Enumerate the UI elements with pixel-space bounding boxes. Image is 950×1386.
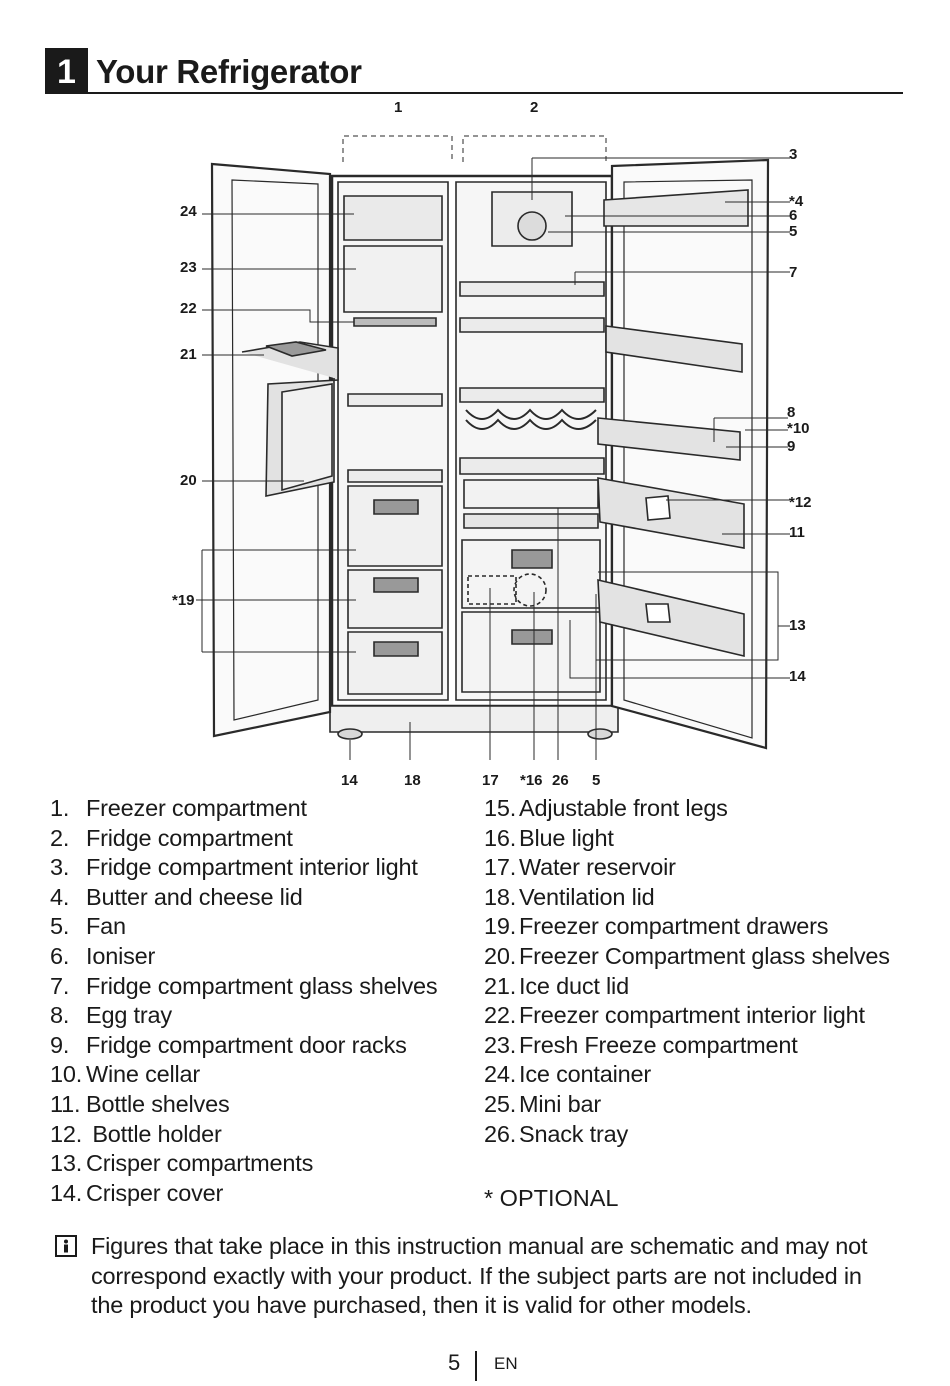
callout-1: 1 [394,99,403,116]
list-item: 23.Fresh Freeze compartment [484,1031,798,1058]
list-item: 10.Wine cellar [50,1061,201,1088]
optional-note: * OPTIONAL [484,1185,619,1211]
list-item: 12. Bottle holder [50,1120,222,1147]
list-item: 20.Freezer Compartment glass shelves [484,942,890,969]
refrigerator-diagram: 1 2 3 *4 6 5 7 8 *10 9 *12 11 13 14 24 2… [0,92,950,792]
callout-21: 21 [180,346,197,363]
page-footer: 5 EN [0,1346,950,1382]
parts-list-right: 15.Adjustable front legs 16.Blue light 1… [484,794,890,1149]
list-item: 17.Water reservoir [484,854,676,881]
callout-4: *4 [789,193,804,210]
section-number: 1 [45,48,88,94]
list-item: 21.Ice duct lid [484,972,629,999]
callout-20: 20 [180,472,197,489]
info-note-text: Figures that take place in this instruct… [91,1233,868,1319]
callout-19: *19 [172,592,195,609]
list-item: 26.Snack tray [484,1120,629,1147]
section-header: 1 Your Refrigerator [45,48,903,94]
callout-7: 7 [789,264,798,281]
callout-17: 17 [482,772,499,789]
callout-16: *16 [520,772,543,789]
page-title: Your Refrigerator [96,53,362,90]
list-item: 8.Egg tray [50,1002,172,1029]
callout-9: 9 [787,438,796,455]
list-item: 24.Ice container [484,1061,651,1088]
refrigerator-illustration [196,135,790,760]
list-item: 9.Fridge compartment door racks [50,1031,407,1058]
info-icon [55,1235,77,1257]
page-number: 5 [448,1350,461,1375]
callout-13: 13 [789,617,806,634]
list-item: 3.Fridge compartment interior light [50,854,418,881]
callout-23: 23 [180,259,197,276]
callout-3: 3 [789,146,798,163]
callout-6: 6 [789,207,798,224]
list-item: 4.Butter and cheese lid [50,883,303,910]
callout-26: 26 [552,772,569,789]
footer-divider [475,1351,477,1381]
list-item: 1.Freezer compartment [50,795,307,821]
list-item: 15.Adjustable front legs [484,795,728,821]
callout-8: 8 [787,404,796,421]
list-item: 16.Blue light [484,824,614,851]
list-item: 5.Fan [50,913,126,940]
callout-12: *12 [789,494,812,511]
callout-24: 24 [180,203,197,220]
list-item: 2.Fridge compartment [50,824,293,851]
callout-2: 2 [530,99,539,116]
title-rule [88,92,903,94]
list-item: 11.Bottle shelves [50,1090,230,1117]
list-item: 18.Ventilation lid [484,883,655,910]
list-item: 22.Freezer compartment interior light [484,1002,865,1029]
list-item: 25.Mini bar [484,1090,601,1117]
callout-5: 5 [789,223,798,240]
callout-10: *10 [787,420,810,437]
callout-11: 11 [789,524,805,541]
callout-22: 22 [180,300,197,317]
list-item: 7.Fridge compartment glass shelves [50,972,438,999]
list-item: 14.Crisper cover [50,1179,224,1206]
callout-18: 18 [404,772,421,789]
parts-list-left: 1.Freezer compartment 2.Fridge compartme… [50,794,438,1208]
list-item: 6.Ioniser [50,942,156,969]
language-code: EN [494,1354,518,1373]
list-item: 13.Crisper compartments [50,1150,314,1177]
list-item: 19.Freezer compartment drawers [484,913,829,940]
callout-5-bottom: 5 [592,772,601,789]
callout-14-bottom: 14 [341,772,358,789]
callout-14-right: 14 [789,668,806,685]
